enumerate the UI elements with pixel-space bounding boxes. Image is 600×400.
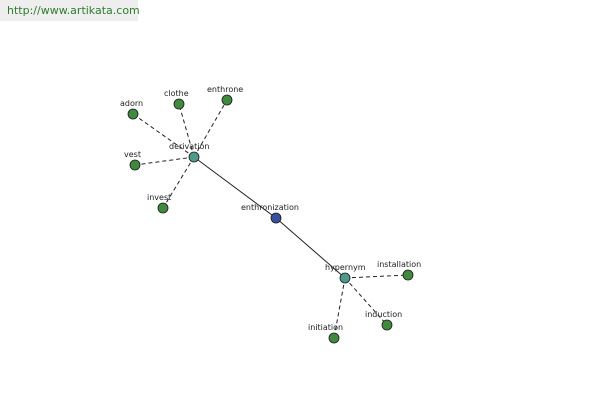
label-clothe: clothe — [164, 89, 189, 98]
edge-hypernym-initiation — [333, 277, 346, 339]
edge-derivation-enthronization — [193, 156, 277, 219]
node-enthrone[interactable] — [221, 94, 233, 106]
label-derivation: derivation — [169, 142, 209, 151]
edge-derivation-adorn — [132, 113, 195, 158]
node-clothe[interactable] — [173, 98, 185, 110]
node-vest[interactable] — [129, 159, 141, 171]
node-induction[interactable] — [381, 319, 393, 331]
node-initiation[interactable] — [328, 332, 340, 344]
edge-derivation-clothe — [178, 103, 195, 158]
label-enthrone: enthrone — [207, 85, 243, 94]
nodes — [127, 94, 414, 344]
edge-derivation-enthrone — [193, 99, 228, 158]
edge-derivation-invest — [162, 156, 195, 209]
label-installation: installation — [377, 260, 421, 269]
source-link[interactable]: http://www.artikata.com — [7, 4, 140, 17]
node-hypernym[interactable] — [339, 272, 351, 284]
edge-enthronization-hypernym — [275, 217, 346, 279]
edge-hypernym-induction — [344, 277, 388, 326]
node-invest[interactable] — [157, 202, 169, 214]
node-installation[interactable] — [402, 269, 414, 281]
header-bar: http://www.artikata.com — [0, 0, 140, 21]
node-adorn[interactable] — [127, 108, 139, 120]
edges — [132, 99, 409, 339]
label-initiation: initiation — [308, 323, 343, 332]
label-invest: invest — [147, 193, 171, 202]
label-induction: induction — [365, 310, 402, 319]
label-hypernym: hypernym — [325, 263, 366, 272]
node-enthronization[interactable] — [270, 212, 282, 224]
labels: adorn clothe enthrone derivation vest in… — [120, 85, 421, 332]
edge-derivation-vest — [134, 156, 195, 166]
label-adorn: adorn — [120, 99, 143, 108]
edge-hypernym-installation — [344, 274, 409, 279]
label-enthronization: enthronization — [241, 203, 299, 212]
node-derivation[interactable] — [188, 151, 200, 163]
label-vest: vest — [124, 150, 141, 159]
